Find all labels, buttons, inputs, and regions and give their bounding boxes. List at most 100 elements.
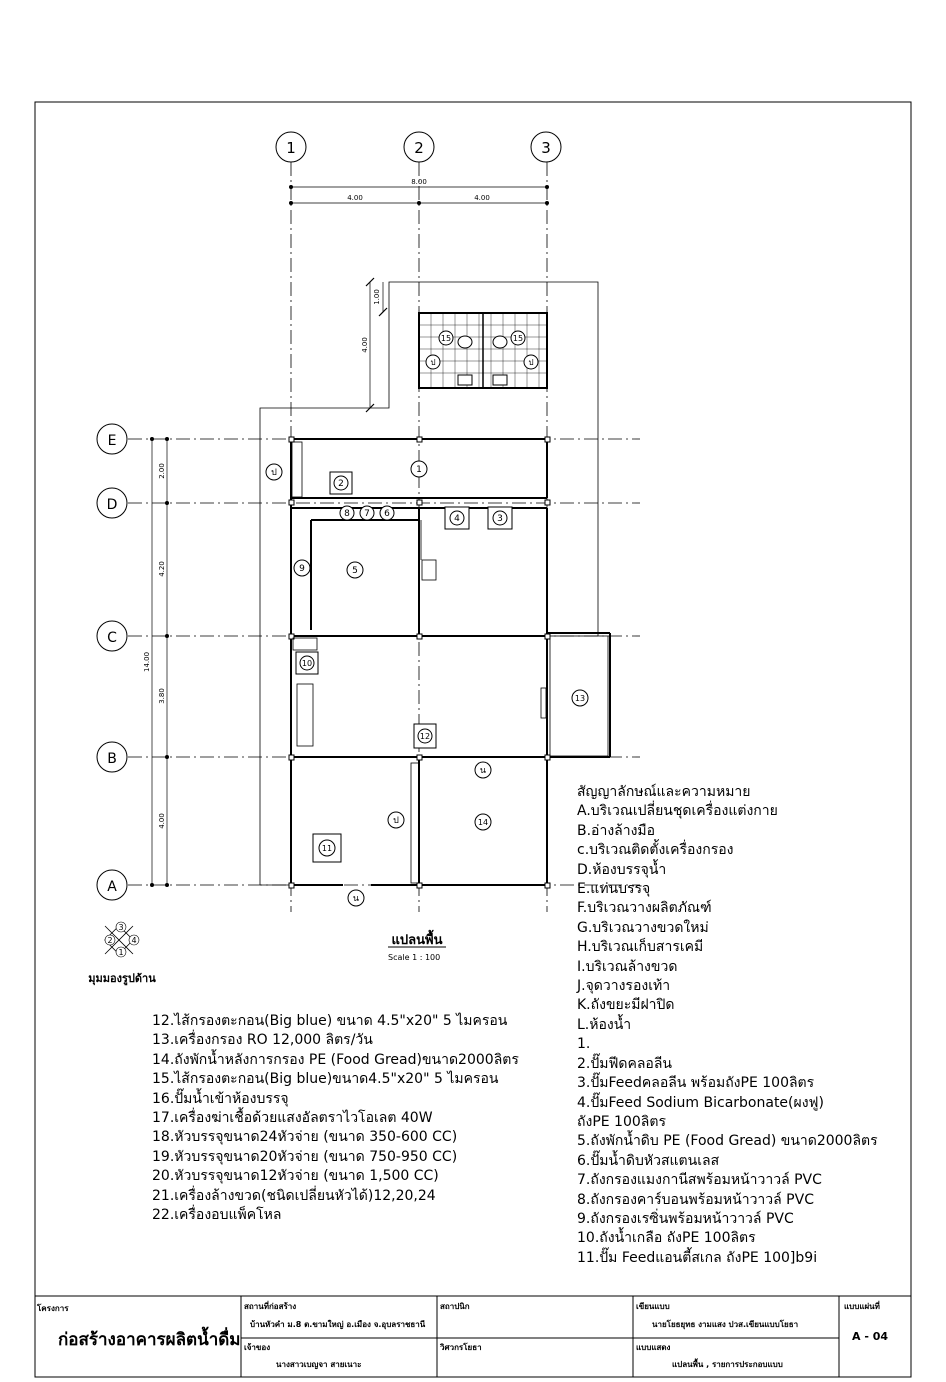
tag-p-4: ป [523, 354, 539, 370]
tag-n-1: น [474, 761, 492, 779]
legend-item: 3.ปั๊มFeedคลอลีน พร้อมถังPE 100ลิตร [577, 1075, 815, 1092]
dim-c-b: 3.80 [158, 688, 166, 704]
legend-item: E.แท่นบรรจุ [577, 881, 651, 898]
svg-text:15: 15 [441, 334, 451, 343]
legend-item: 21.เครื่องล้างขวด(ชนิดเปลี่ยนหัวได้)12,2… [152, 1187, 436, 1204]
svg-text:A: A [107, 879, 117, 895]
legend-item: 11.ปั๊ม Feedแอนตี้สเกล ถังPE 100]b9i [577, 1249, 818, 1266]
column-posts [288, 436, 551, 889]
svg-text:3: 3 [497, 514, 503, 524]
dim-toilet-depth: 4.00 [361, 337, 369, 353]
legend-item: 13.เครื่องกรอง RO 12,000 ลิตร/วัน [152, 1032, 373, 1049]
project-label: โครงการ [37, 1304, 69, 1313]
grid-bubble-d: D [96, 487, 128, 519]
tag-n-2: น [347, 889, 365, 907]
tag-5: 5 [346, 561, 364, 579]
tag-2: 2 [329, 471, 353, 495]
svg-text:6: 6 [384, 509, 390, 519]
legend-item: 5.ถังพักน้ำดิบ PE (Food Gread) ขนาด2000ล… [577, 1133, 878, 1150]
legend-left: 12.ไส้กรองตะกอน(Big blue) ขนาด 4.5"x20" … [152, 1012, 519, 1225]
svg-text:B: B [107, 751, 117, 767]
owner-value: นางสาวเบญจา สายเนาะ [276, 1360, 362, 1369]
svg-text:13: 13 [575, 694, 585, 703]
legend-item: I.บริเวณล้างขวด [577, 958, 678, 975]
sheet-number: A - 04 [852, 1330, 889, 1343]
legend-item: 6.ปั๊มน้ำดิบหัวสแตนเลส [577, 1152, 720, 1169]
dim-b-a: 4.00 [158, 813, 166, 829]
legend-item: H.บริเวณเก็บสารเคมี [577, 939, 704, 956]
dim-bay-2-3: 4.00 [474, 194, 490, 202]
dim-e-d: 2.00 [158, 463, 166, 479]
building-outline [259, 281, 599, 886]
legend-item: 17.เครื่องฆ่าเชื้อด้วยแสงอัลตราไวโอเลต 4… [152, 1110, 433, 1127]
svg-text:7: 7 [364, 509, 370, 519]
svg-text:C: C [107, 630, 117, 646]
legend-item: D.ห้องบรรจุน้ำ [577, 861, 667, 878]
tag-7: 7 [359, 505, 375, 521]
dim-toilet-offset: 1.00 [373, 289, 381, 305]
dim-overall-width: 8.00 [411, 178, 427, 186]
svg-text:5: 5 [352, 566, 358, 576]
grid-bubble-3: 3 [530, 131, 562, 163]
sheet-border [34, 101, 912, 1378]
svg-text:3: 3 [118, 923, 123, 932]
svg-text:1: 1 [286, 139, 296, 157]
legend-item: K.ถังขยะมีฝาปิด [577, 997, 675, 1014]
svg-text:ป: ป [430, 358, 435, 367]
svg-text:น: น [353, 894, 359, 904]
designer-label: เขียนแบบ [636, 1302, 670, 1311]
tag-8: 8 [339, 505, 355, 521]
legend-left-list: 12.ไส้กรองตะกอน(Big blue) ขนาด 4.5"x20" … [152, 1012, 519, 1225]
legend-item: 19.หัวบรรจุขนาด20หัวจ่าย (ขนาด 750-950 C… [152, 1148, 458, 1165]
tag-p-2: ป [387, 811, 405, 829]
tag-p-1: ป [265, 463, 283, 481]
tag-14: 14 [474, 813, 492, 831]
legend-item: 8.ถังกรองคาร์บอนพร้อมหน้าวาวล์ PVC [577, 1191, 814, 1208]
owner-label: เจ้าของ [244, 1343, 271, 1352]
legend-right: สัญญาลักษณ์และความหมาย A.บริเวณเปลี่ยนชุ… [577, 783, 878, 1268]
grid-bubble-e: E [96, 423, 128, 455]
tag-12: 12 [413, 723, 437, 749]
title-block-frame [35, 1295, 911, 1377]
site-value: บ้านหัวคำ ม.8 ต.ขามใหญ่ อ.เมือง จ.อุบลรา… [250, 1320, 426, 1329]
legend-item: 10.ถังน้ำเกลือ ถังPE 100ลิตร [577, 1230, 756, 1247]
tag-11: 11 [312, 833, 342, 863]
legend-item: 16.ปั๊มน้ำเข้าห้องบรรจุ [152, 1090, 289, 1107]
legend-item: 14.ถังพักน้ำหลังการกรอง PE (Food Gread)ข… [152, 1051, 519, 1068]
svg-text:E: E [108, 433, 117, 449]
svg-text:11: 11 [322, 844, 332, 853]
svg-text:ป: ป [393, 816, 399, 826]
project-name: ก่อสร้างอาคารผลิตน้ำดื่ม [58, 1330, 241, 1350]
svg-text:3: 3 [541, 139, 551, 157]
plan-title: แปลนพื้น [392, 929, 443, 948]
tag-9: 9 [293, 559, 311, 577]
legend-item: 18.หัวบรรจุขนาด24หัวจ่าย (ขนาด 350-600 C… [152, 1129, 458, 1146]
tag-4: 4 [444, 506, 470, 530]
svg-text:14: 14 [478, 818, 488, 827]
dimension-lines [151, 186, 547, 885]
legend-item: 15.ไส้กรองตะกอน(Big blue)ขนาด4.5"x20" 5 … [152, 1071, 499, 1088]
compass-caption: มุมมองรูปด้าน [88, 972, 156, 986]
drawing-value: แปลนพื้น , รายการประกอบแบบ [672, 1360, 783, 1369]
grid-bubble-b: B [96, 741, 128, 773]
view-compass-icon: 1 2 3 4 [104, 921, 140, 958]
tag-3: 3 [487, 506, 513, 530]
architect-label: สถาปนิก [440, 1302, 470, 1311]
dimension-ticks [150, 185, 549, 887]
svg-text:9: 9 [299, 564, 305, 574]
legend-item: F.บริเวณวางผลิตภัณฑ์ [577, 900, 712, 917]
legend-item: 4.ปั๊มFeed Sodium Bicarbonate(ผงฟู) [577, 1094, 824, 1111]
svg-text:ป: ป [271, 468, 277, 478]
svg-text:2: 2 [414, 139, 424, 157]
svg-text:1: 1 [118, 948, 123, 957]
plan-tags: 1 2 3 4 5 6 7 8 9 10 11 12 13 14 15 15 ป… [265, 330, 589, 907]
legend-item: 22.เครื่องอบแพ็คโหล [152, 1207, 282, 1224]
legend-item: 1. [577, 1036, 591, 1053]
tag-p-3: ป [425, 354, 441, 370]
toilet-fixtures [457, 335, 508, 386]
grid-bubble-c: C [96, 620, 128, 652]
svg-text:2: 2 [338, 479, 344, 489]
plan-scale: Scale 1 : 100 [388, 953, 440, 962]
